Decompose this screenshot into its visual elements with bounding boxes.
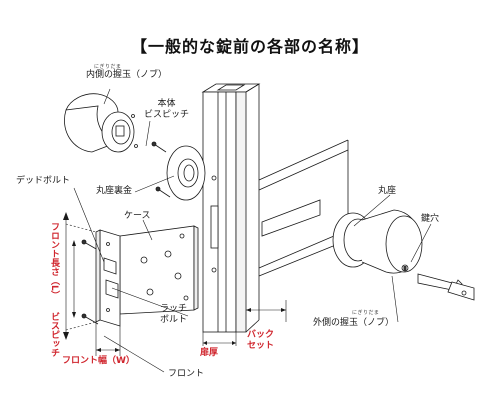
round-seat-label: 丸座 xyxy=(378,186,397,196)
dimension-lines xyxy=(63,212,287,356)
door-panel xyxy=(258,139,349,277)
dead-bolt-label: デッドボルト xyxy=(16,176,71,186)
front-length-label: フロント長さ（L） xyxy=(49,222,59,300)
outer-knob xyxy=(332,209,423,274)
door-edge-post xyxy=(201,83,261,333)
round-seat-back-label: 丸座裏金 xyxy=(96,186,133,196)
round-seat-back-plate xyxy=(166,145,206,201)
key-icon xyxy=(417,273,475,301)
leader-lines xyxy=(73,88,432,373)
outer-knob-ruby: にぎりだま xyxy=(352,310,380,316)
body-screw-pitch-label: 本体 ビスピッチ xyxy=(144,99,190,120)
screw-pitch-label: ビスピッチ xyxy=(49,312,59,357)
front-width-label: フロント幅（W） xyxy=(62,356,135,366)
diagram-title: 【一般的な錠前の各部の名称】 xyxy=(130,37,369,56)
inner-knob-ruby: にぎりだま xyxy=(94,64,122,70)
lock-case xyxy=(95,225,199,327)
door-thickness-label: 扉厚 xyxy=(200,348,219,358)
outer-knob-label: 外側の握玉（ノブ） xyxy=(313,318,395,328)
inner-knob xyxy=(64,93,138,153)
inner-knob-label: 内側の握玉（ノブ） xyxy=(86,70,168,80)
screws xyxy=(81,141,171,325)
case-label: ケース xyxy=(124,211,151,221)
front-label: フロント xyxy=(168,369,205,379)
keyhole-label: 鍵穴 xyxy=(421,214,440,224)
latch-bolt-label: ラッチ ボルト xyxy=(160,304,188,325)
backset-label: バック セット xyxy=(247,330,275,351)
